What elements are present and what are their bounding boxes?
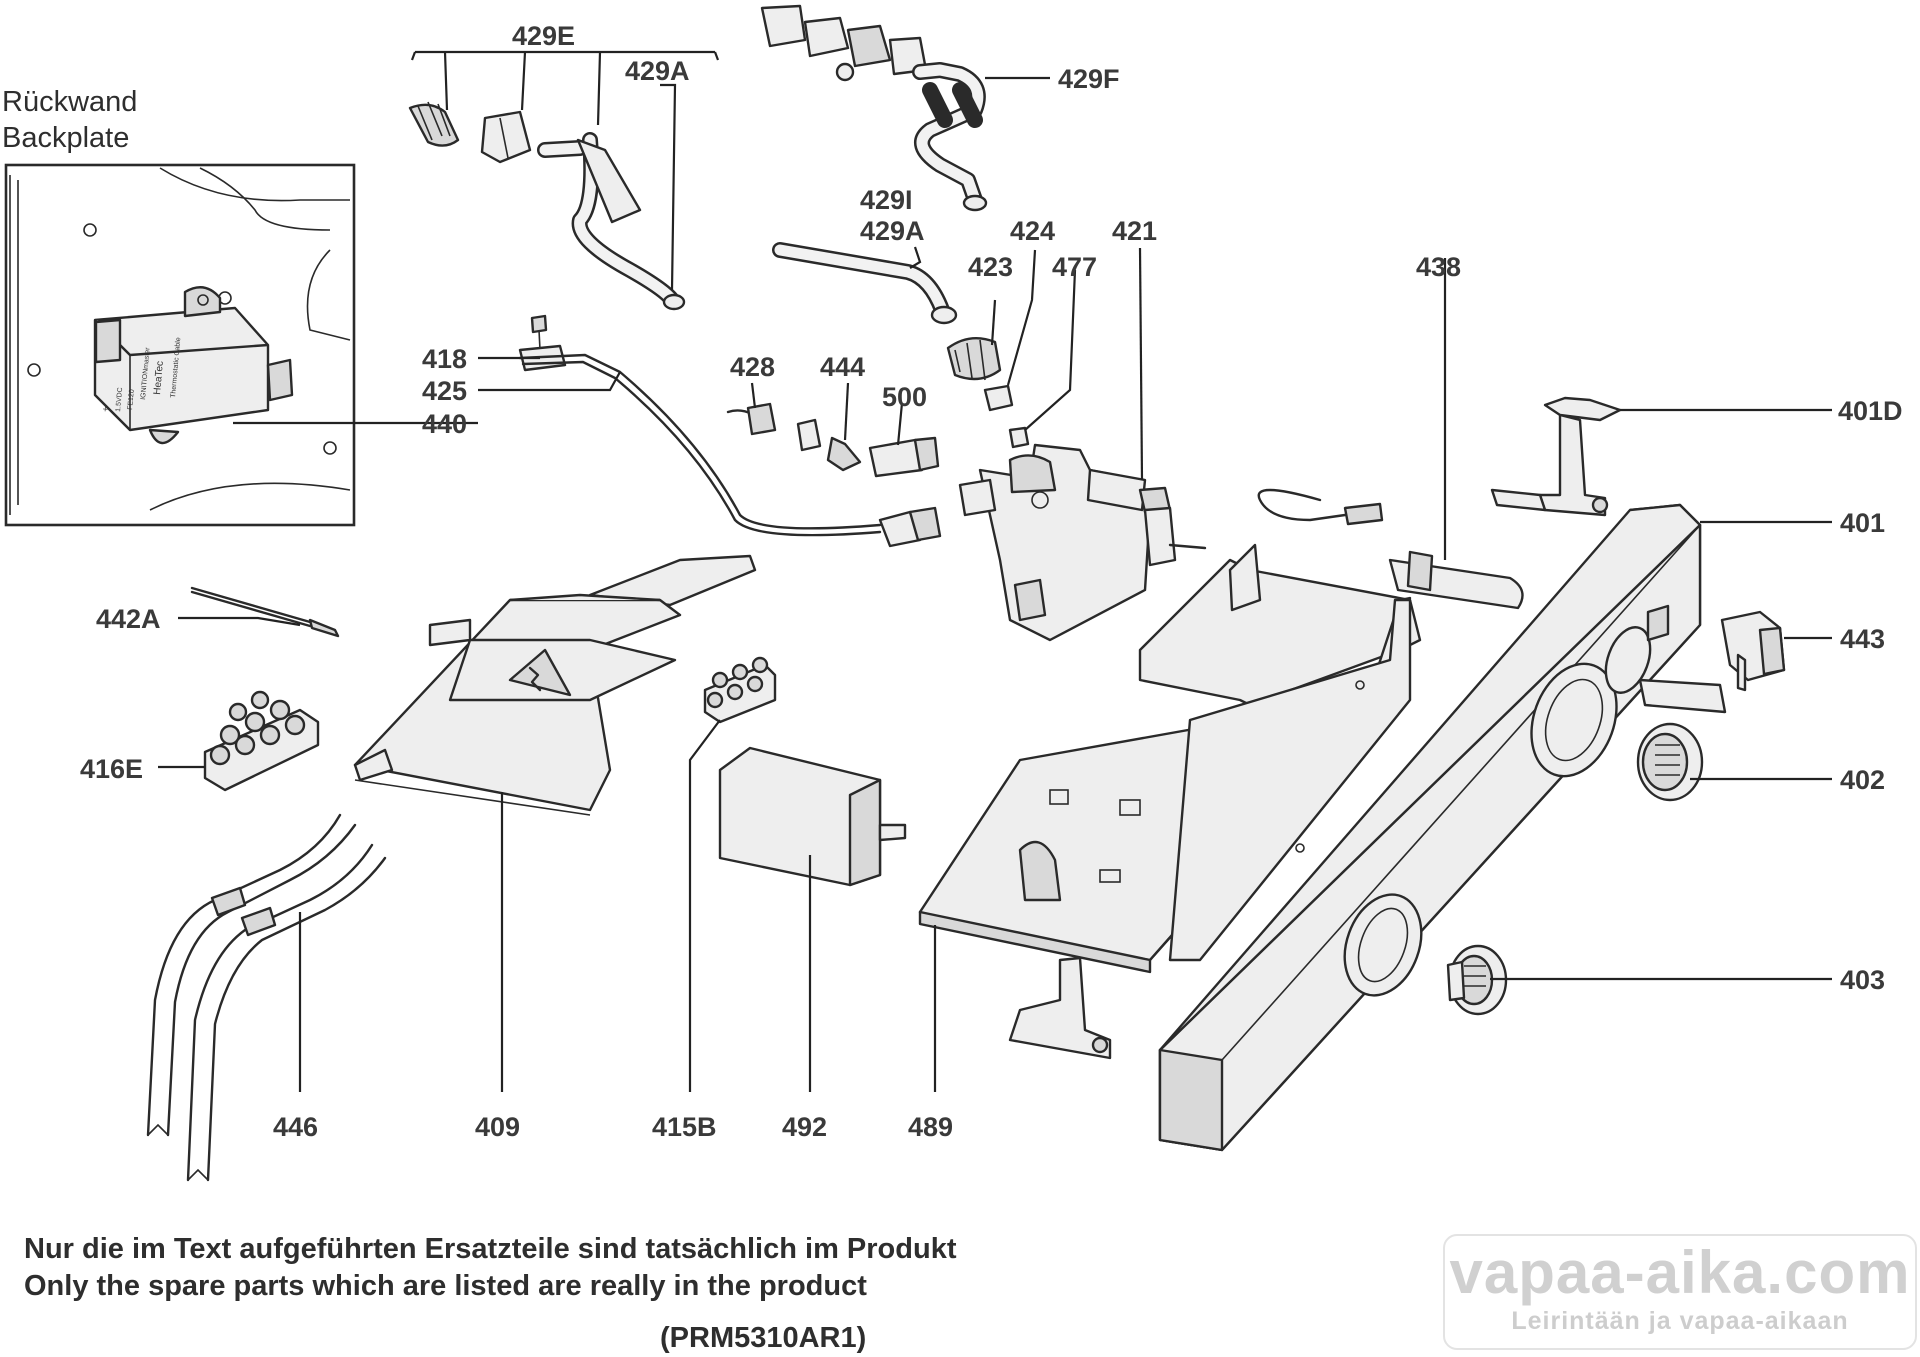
callout-492: 492 <box>782 1112 827 1142</box>
gas-pipe-assembly-429F <box>760 4 988 212</box>
module-label-plus: + <box>100 406 110 412</box>
nozzle-parts-423-424-477 <box>946 336 1030 449</box>
callout-416E: 416E <box>80 754 143 784</box>
inset-title-english: Backplate <box>2 122 130 154</box>
callout-446: 446 <box>273 1112 318 1142</box>
callout-409: 409 <box>475 1112 520 1142</box>
callout-415B: 415B <box>652 1112 717 1142</box>
gas-fittings-429E <box>408 101 686 311</box>
note-german: Nur die im Text aufgeführten Ersatzteile… <box>24 1233 957 1265</box>
module-label-ignition: IGNITIONmaster <box>140 347 152 401</box>
callout-421: 421 <box>1112 216 1157 246</box>
callout-403: 403 <box>1840 965 1885 995</box>
callout-438: 438 <box>1416 252 1461 282</box>
watermark-site: vapaa-aika.com <box>1449 1239 1911 1306</box>
callout-440: 440 <box>422 409 467 439</box>
callout-418: 418 <box>422 344 467 374</box>
terminal-block-416E <box>203 690 320 792</box>
module-label-model: FE120 <box>127 389 136 410</box>
callout-477: 477 <box>1052 252 1097 282</box>
mounting-bracket-401D <box>1490 396 1622 517</box>
backplate-inset: HeaTec Thermostatic Cable IGNITIONmaster… <box>4 163 356 527</box>
knob-403 <box>1446 944 1508 1016</box>
callout-423: 423 <box>968 252 1013 282</box>
knob-402 <box>1636 678 1727 802</box>
callout-425: 425 <box>422 376 467 406</box>
small-fittings-428-444-500 <box>726 402 940 478</box>
callout-444: 444 <box>820 352 865 382</box>
relay-box-492 <box>718 746 907 887</box>
terminal-block-415B <box>703 656 777 724</box>
callout-443: 443 <box>1840 624 1885 654</box>
thermostatic-cable-module: HeaTec Thermostatic Cable IGNITIONmaster… <box>93 286 294 445</box>
module-label-voltage: 1.5VDC <box>115 387 124 412</box>
note-english: Only the spare parts which are listed ar… <box>24 1270 867 1302</box>
switch-443 <box>1720 610 1786 692</box>
control-panel-401 <box>1158 503 1702 1152</box>
callout-401D: 401D <box>1838 396 1903 426</box>
cable-harness-446 <box>146 813 387 1182</box>
drawing-reference: (PRM5310AR1) <box>660 1322 867 1354</box>
callout-429A-mid: 429A <box>860 216 925 246</box>
gas-tube-429I <box>772 242 958 325</box>
chassis-489 <box>918 543 1422 1060</box>
callout-500: 500 <box>882 382 927 412</box>
callout-429F: 429F <box>1058 64 1120 94</box>
callout-401: 401 <box>1840 508 1885 538</box>
callout-429E: 429E <box>512 21 575 51</box>
callout-424: 424 <box>1010 216 1055 246</box>
callout-429A-top: 429A <box>625 56 690 86</box>
watermark-logo: vapaa-aika.com Leirintään ja vapaa-aikaa… <box>1443 1234 1917 1350</box>
ignition-electrode-438 <box>1257 488 1524 610</box>
callout-402: 402 <box>1840 765 1885 795</box>
inset-title-german: Rückwand <box>2 86 138 118</box>
temperature-probe-442A <box>190 586 340 638</box>
leader-lines <box>158 50 1832 1092</box>
module-label-brand: HeaTec <box>152 361 166 396</box>
watermark-tagline: Leirintään ja vapaa-aikaan <box>1511 1307 1849 1335</box>
callout-labels: 429E 429A 429F 429I 429A 424 421 423 477… <box>80 21 1903 1142</box>
gas-valve-421 <box>958 443 1207 642</box>
thermocouple-425 <box>518 314 942 548</box>
callout-489: 489 <box>908 1112 953 1142</box>
cover-plate-409 <box>353 554 757 816</box>
callout-429I: 429I <box>860 185 913 215</box>
callout-428: 428 <box>730 352 775 382</box>
callout-442A: 442A <box>96 604 161 634</box>
